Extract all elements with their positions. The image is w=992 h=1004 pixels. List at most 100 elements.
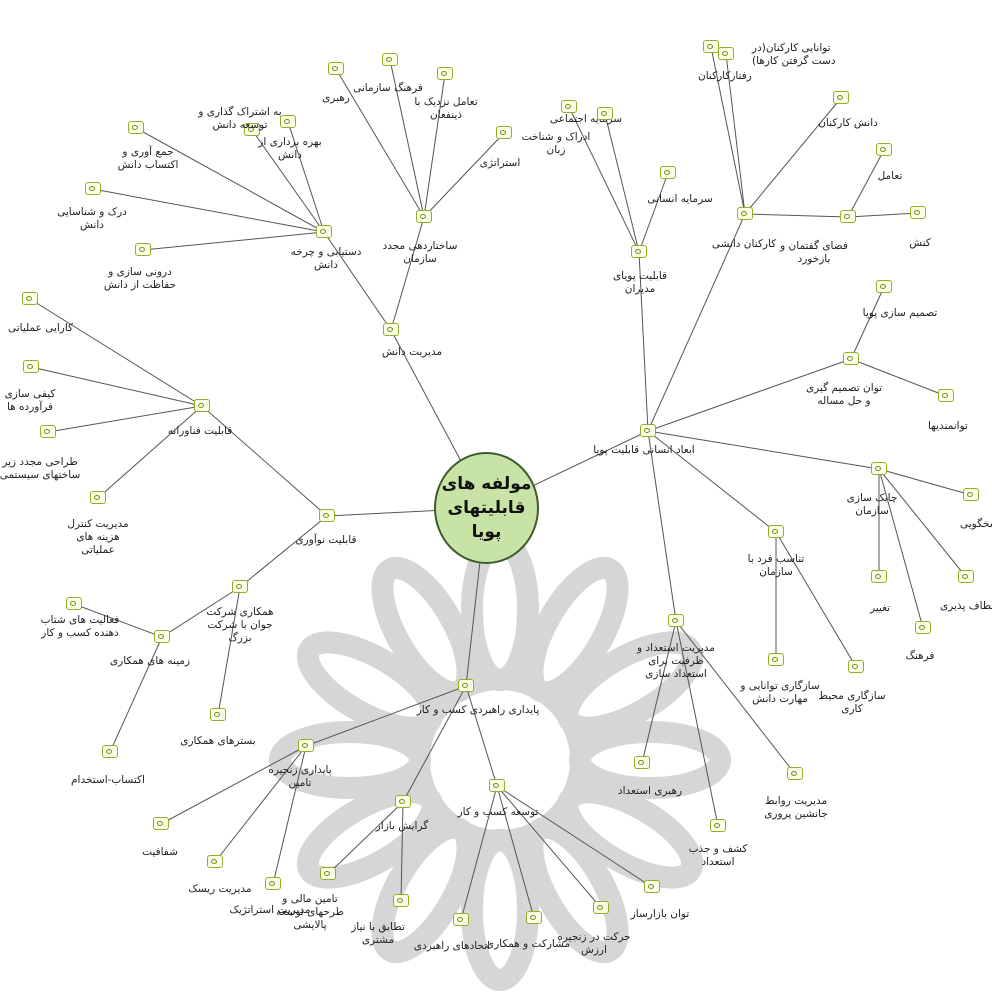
- node-tavan-tasmim[interactable]: توان تصمیم گیری و حل مساله: [0, 0, 882, 407]
- node-tatbigh[interactable]: تطابق با نیاز مشتری: [0, 0, 409, 946]
- node-label: توانایی کارکنان(در دست گرفتن کارها): [752, 42, 836, 67]
- node-ghabeliat-modiran[interactable]: قابلیت پویای مدیران: [0, 0, 667, 295]
- node-tavanayi-karkonan[interactable]: توانایی کارکنان(در دست گرفتن کارها): [0, 0, 836, 67]
- node-tosee[interactable]: توسعه کسب و کار: [0, 0, 538, 818]
- topic-note-icon: [458, 679, 474, 692]
- node-paydari-zanjire[interactable]: پایداری زنجیره تامین: [0, 0, 332, 789]
- topic-note-icon: [395, 795, 411, 808]
- node-tavanmandiha[interactable]: توانمندیها: [0, 0, 968, 432]
- node-gerayesh-bazar[interactable]: گرایش بازار: [0, 0, 428, 832]
- topic-note-icon: [194, 399, 210, 412]
- node-label: درونی سازی و حفاظت از دانش: [103, 266, 177, 291]
- node-daruni[interactable]: درونی سازی و حفاظت از دانش: [0, 0, 176, 291]
- connector-fazay_goftoman-taamol: [847, 149, 885, 218]
- node-mosharekat[interactable]: مشارکت و همکاری: [0, 0, 570, 950]
- node-farhang[interactable]: فرهنگ: [0, 0, 934, 662]
- node-taamol[interactable]: تعامل: [0, 0, 902, 182]
- node-bastar-hamkari[interactable]: بسترهای همکاری: [0, 0, 256, 747]
- node-konesh[interactable]: کنش: [0, 0, 931, 249]
- node-shafafiat[interactable]: شفافیت: [0, 0, 178, 858]
- topic-note-icon: [737, 207, 753, 220]
- node-sakhtar[interactable]: ساختاردهی مجدد سازمان: [0, 0, 457, 265]
- node-paydari[interactable]: پایداری راهبردی کسب و کار: [0, 0, 539, 716]
- node-sarmaye-ensani[interactable]: سرمایه انسانی: [0, 0, 713, 205]
- node-dastyabi[interactable]: دستیابی و چرخه دانش: [0, 0, 361, 271]
- topic-note-icon: [561, 100, 577, 113]
- node-abaad[interactable]: ابعاد انسانی قابلیت پویا: [0, 0, 695, 456]
- node-pasokhgoei[interactable]: پاسخگویی: [0, 0, 992, 530]
- node-label: مدیریت استراتژیک: [229, 904, 311, 916]
- node-label: پایداری زنجیره تامین: [268, 764, 332, 789]
- node-modiriat-risk[interactable]: مدیریت ریسک: [0, 0, 252, 895]
- node-jamavari[interactable]: جمع آوری و اکتساب دانش: [0, 0, 178, 171]
- topic-note-icon: [915, 621, 931, 634]
- topic-note-icon: [938, 389, 954, 402]
- connector-dastyabi-beheshterak: [251, 129, 325, 233]
- node-faaliat-shetab[interactable]: فعالیت های شتاب دهنده کسب و کار: [0, 0, 119, 639]
- node-tasmim-pouya[interactable]: تصمیم سازی پویا: [0, 0, 937, 319]
- node-ettehad[interactable]: اتحادهای راهبردی: [0, 0, 490, 952]
- node-ghabeliat-noavari[interactable]: قابلیت نوآوری: [0, 0, 357, 546]
- topic-note-icon: [703, 40, 719, 53]
- node-ghabeliat-fanavarane[interactable]: قابلیت فناورانه: [0, 0, 232, 437]
- node-harekat[interactable]: حرکت در زنجیره ارزش: [0, 0, 631, 956]
- node-ektesab[interactable]: اکتساب-استخدام: [0, 0, 145, 786]
- topic-note-icon: [848, 660, 864, 673]
- topic-note-icon: [66, 597, 82, 610]
- connector-ghabeliat_fanavarane-keyfi_sazi: [30, 366, 203, 407]
- node-hamkari-sherkat[interactable]: همکاری شرکت جوان با شرکت بزرگ: [0, 0, 274, 644]
- node-label: کشف و جذب استعداد: [688, 843, 748, 868]
- connector-chabok-farhang: [878, 468, 924, 629]
- node-modiriat-control[interactable]: مدیریت کنترل هزینه های عملیاتی: [0, 0, 129, 556]
- node-taghir[interactable]: تغییر: [0, 0, 890, 614]
- node-zamine-hamkari[interactable]: زمینه های همکاری: [0, 0, 190, 667]
- topic-note-icon: [787, 767, 803, 780]
- topic-note-icon: [102, 745, 118, 758]
- connector-abaad-chabok: [647, 430, 880, 470]
- topic-note-icon: [958, 570, 974, 583]
- connector-tosee-mosharekat: [496, 785, 535, 919]
- topic-note-icon: [22, 292, 38, 305]
- node-modiriat-strategic[interactable]: مدیریت استراتژیک: [0, 0, 311, 916]
- node-rahbari-esteedad[interactable]: رهبری استعداد: [0, 0, 682, 797]
- node-tavan-bazarsaz[interactable]: توان بازارساز: [0, 0, 689, 920]
- node-tamin-mali[interactable]: تامین مالی و طرحهای توسعه پالایشی: [0, 0, 344, 931]
- node-bahrebardari[interactable]: بهره برداری از دانش: [0, 0, 322, 161]
- node-danesh-karkonan[interactable]: دانش کارکنان: [0, 0, 878, 129]
- node-sazgari-mohit[interactable]: سازگاری محیط کاری: [0, 0, 886, 715]
- topic-note-icon: [910, 206, 926, 219]
- node-enetaf[interactable]: انعطاف پذیری: [0, 0, 992, 612]
- topic-note-icon: [383, 323, 399, 336]
- node-label: طراحی مجدد زیر ساختهای سیستمی: [0, 456, 81, 481]
- node-label: پایداری راهبردی کسب و کار: [416, 704, 540, 716]
- node-chabok[interactable]: چابک سازی سازمان: [0, 0, 897, 517]
- node-modiriat-danesh[interactable]: مدیریت دانش: [0, 0, 442, 358]
- node-keyfi-sazi[interactable]: کیفی سازی فرآورده ها: [0, 0, 55, 413]
- node-rahbari[interactable]: رهبری: [0, 0, 350, 104]
- node-karkonan-daneshi[interactable]: کارکنان دانشی: [0, 0, 776, 250]
- node-tarahi[interactable]: طراحی مجدد زیر ساختهای سیستمی: [0, 0, 80, 481]
- node-modiriat-esteedad[interactable]: مدیریت استعداد و ظرفیت برای استعداد سازی: [0, 0, 715, 680]
- topic-note-icon: [85, 182, 101, 195]
- node-taamol-nazdik[interactable]: تعامل نزدیک با ذینفعان: [0, 0, 478, 121]
- node-strategy[interactable]: استراتژی: [0, 0, 520, 169]
- central-topic[interactable]: مولفه های قابلیتهای پویا: [434, 452, 539, 564]
- node-label: تامین مالی و طرحهای توسعه پالایشی: [275, 893, 345, 931]
- node-fazay-goftoman[interactable]: فضای گفتمان و بازخورد: [0, 0, 856, 265]
- node-keshf[interactable]: کشف و جذب استعداد: [0, 0, 747, 868]
- connector-dastyabi-dark: [92, 188, 325, 233]
- node-farhang-sazmani[interactable]: فرهنگ سازمانی: [0, 0, 423, 94]
- connector-ghabeliat_modiran-sarmaye_ensani: [638, 172, 669, 253]
- node-karayi-amaliati[interactable]: کارایی عملیاتی: [0, 0, 73, 334]
- node-edrak[interactable]: ادراک و شناخت زبان: [0, 0, 613, 156]
- node-sazgari-tavanayi[interactable]: سازگاری توانایی و مهارت دانش: [0, 0, 820, 705]
- node-tanasob[interactable]: تناسب فرد با سازمان: [0, 0, 804, 578]
- node-label: بسترهای همکاری: [180, 735, 256, 747]
- node-label: شفافیت: [142, 846, 178, 858]
- node-raftar-karkonan[interactable]: رفتارکارکنان: [0, 0, 752, 82]
- node-beheshterak[interactable]: به اشتراک گذاری و توسعه دانش: [0, 0, 282, 136]
- node-modiriat-ravabet[interactable]: مدیریت روابط جانشین پروری: [0, 0, 828, 820]
- node-dark[interactable]: درک و شناسایی دانش: [0, 0, 127, 231]
- node-label: پاسخگویی: [960, 518, 992, 530]
- connector-tavan_tasmim-tasmim_pouya: [850, 286, 885, 360]
